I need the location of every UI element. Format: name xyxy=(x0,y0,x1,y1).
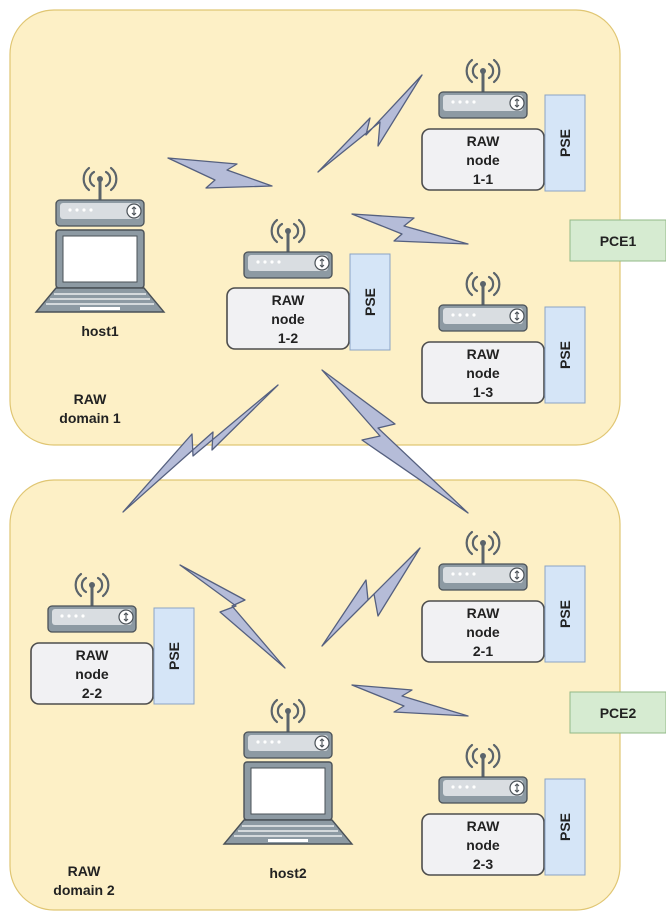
link-host2-node-2-1 xyxy=(321,547,421,647)
host1-label: host1 xyxy=(81,323,119,339)
link-host1-node-1-2 xyxy=(167,157,273,189)
link-node-1-2-node-1-1 xyxy=(317,74,423,173)
pce2-label: PCE2 xyxy=(600,705,637,721)
pse-box xyxy=(544,94,586,192)
pse-box xyxy=(349,253,391,351)
pse-label: PSE xyxy=(557,600,573,628)
link-node-1-2-node-2-1 xyxy=(321,369,469,514)
link-node-1-2-node-2-2 xyxy=(122,384,279,513)
pse-label: PSE xyxy=(557,813,573,841)
pse-box xyxy=(544,306,586,404)
wireless-links xyxy=(122,74,469,717)
pse-box xyxy=(544,778,586,876)
pse-box xyxy=(153,607,195,705)
link-node-2-2-host2 xyxy=(179,564,286,669)
pce1: PCE1 xyxy=(569,219,666,262)
link-node-1-2-node-1-3 xyxy=(351,213,469,245)
pse-label: PSE xyxy=(166,642,182,670)
pse-label: PSE xyxy=(557,129,573,157)
pse-label: PSE xyxy=(557,341,573,369)
pce2: PCE2 xyxy=(569,691,666,734)
pce1-label: PCE1 xyxy=(600,233,637,249)
pse-label: PSE xyxy=(362,288,378,316)
pse-box xyxy=(544,565,586,663)
host2-label: host2 xyxy=(269,865,307,881)
link-host2-node-2-3 xyxy=(351,684,469,717)
